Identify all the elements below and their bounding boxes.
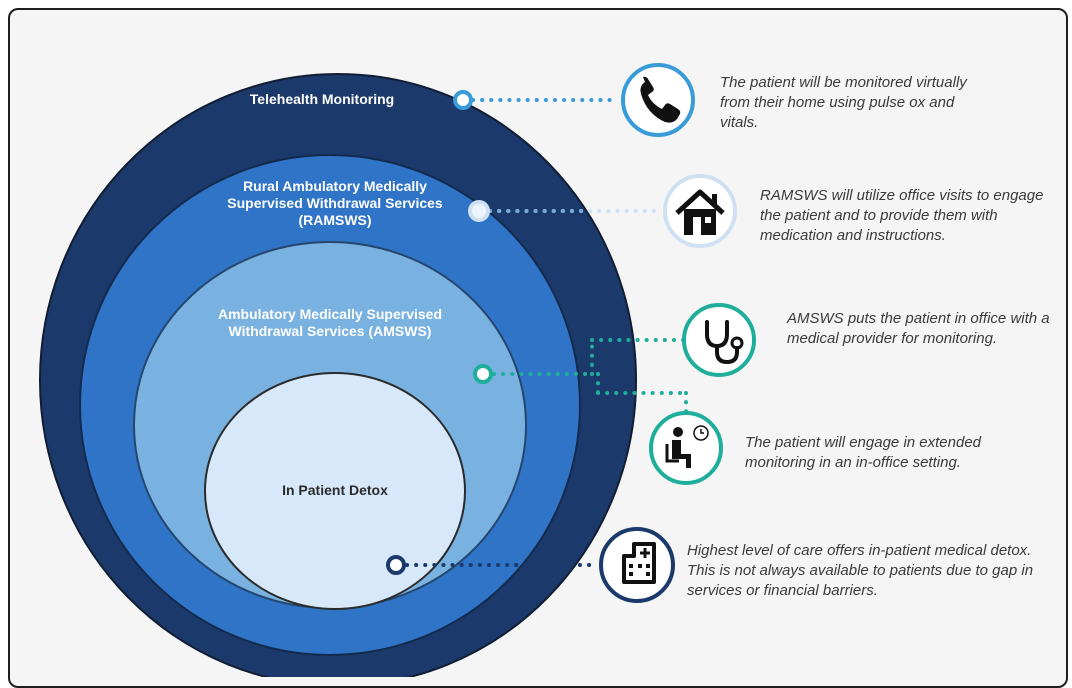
ring-inpatient	[204, 372, 466, 610]
description-extended-monitoring: The patient will engage in extended moni…	[745, 434, 982, 471]
stethoscope-icon	[682, 303, 756, 377]
marker-amsws	[473, 364, 493, 384]
seated-patient-clock-icon	[649, 411, 723, 485]
label-ramsws: Rural Ambulatory Medically Supervised Wi…	[227, 178, 443, 228]
label-amsws: Ambulatory Medically Supervised Withdraw…	[217, 306, 443, 339]
phone-icon	[621, 63, 695, 137]
description-telehealth: The patient will be monitored virtually …	[720, 74, 967, 131]
description-ramsws: RAMSWS will utilize office visits to eng…	[760, 187, 1044, 244]
marker-telehealth	[453, 90, 473, 110]
description-amsws: AMSWS puts the patient in office with a …	[787, 310, 1050, 347]
label-telehealth: Telehealth Monitoring	[249, 91, 395, 107]
marker-ramsws	[468, 200, 490, 222]
hospital-icon	[599, 527, 675, 603]
marker-inpatient	[386, 555, 406, 575]
house-icon	[663, 174, 737, 248]
label-inpatient: In Patient Detox	[282, 482, 388, 498]
description-inpatient: Highest level of care offers in-patient …	[687, 542, 1034, 599]
